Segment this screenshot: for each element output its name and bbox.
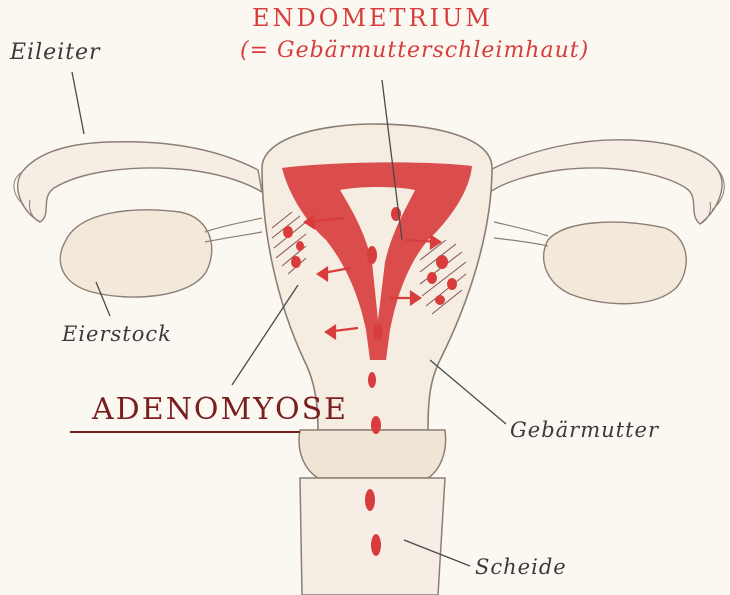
- label-eileiter: Eileiter: [10, 40, 101, 65]
- right-ovary: [544, 222, 687, 304]
- label-adenomyose: ADENOMYOSE: [92, 392, 348, 427]
- label-eierstock: Eierstock: [62, 322, 172, 346]
- left-ovary: [60, 210, 211, 297]
- cervix: [299, 430, 446, 478]
- label-endometrium-subtitle: (= Gebärmutterschleimhaut): [240, 38, 589, 63]
- label-endometrium: ENDOMETRIUM: [252, 4, 493, 32]
- label-scheide: Scheide: [475, 555, 567, 579]
- label-gebaermutter: Gebärmutter: [510, 418, 659, 442]
